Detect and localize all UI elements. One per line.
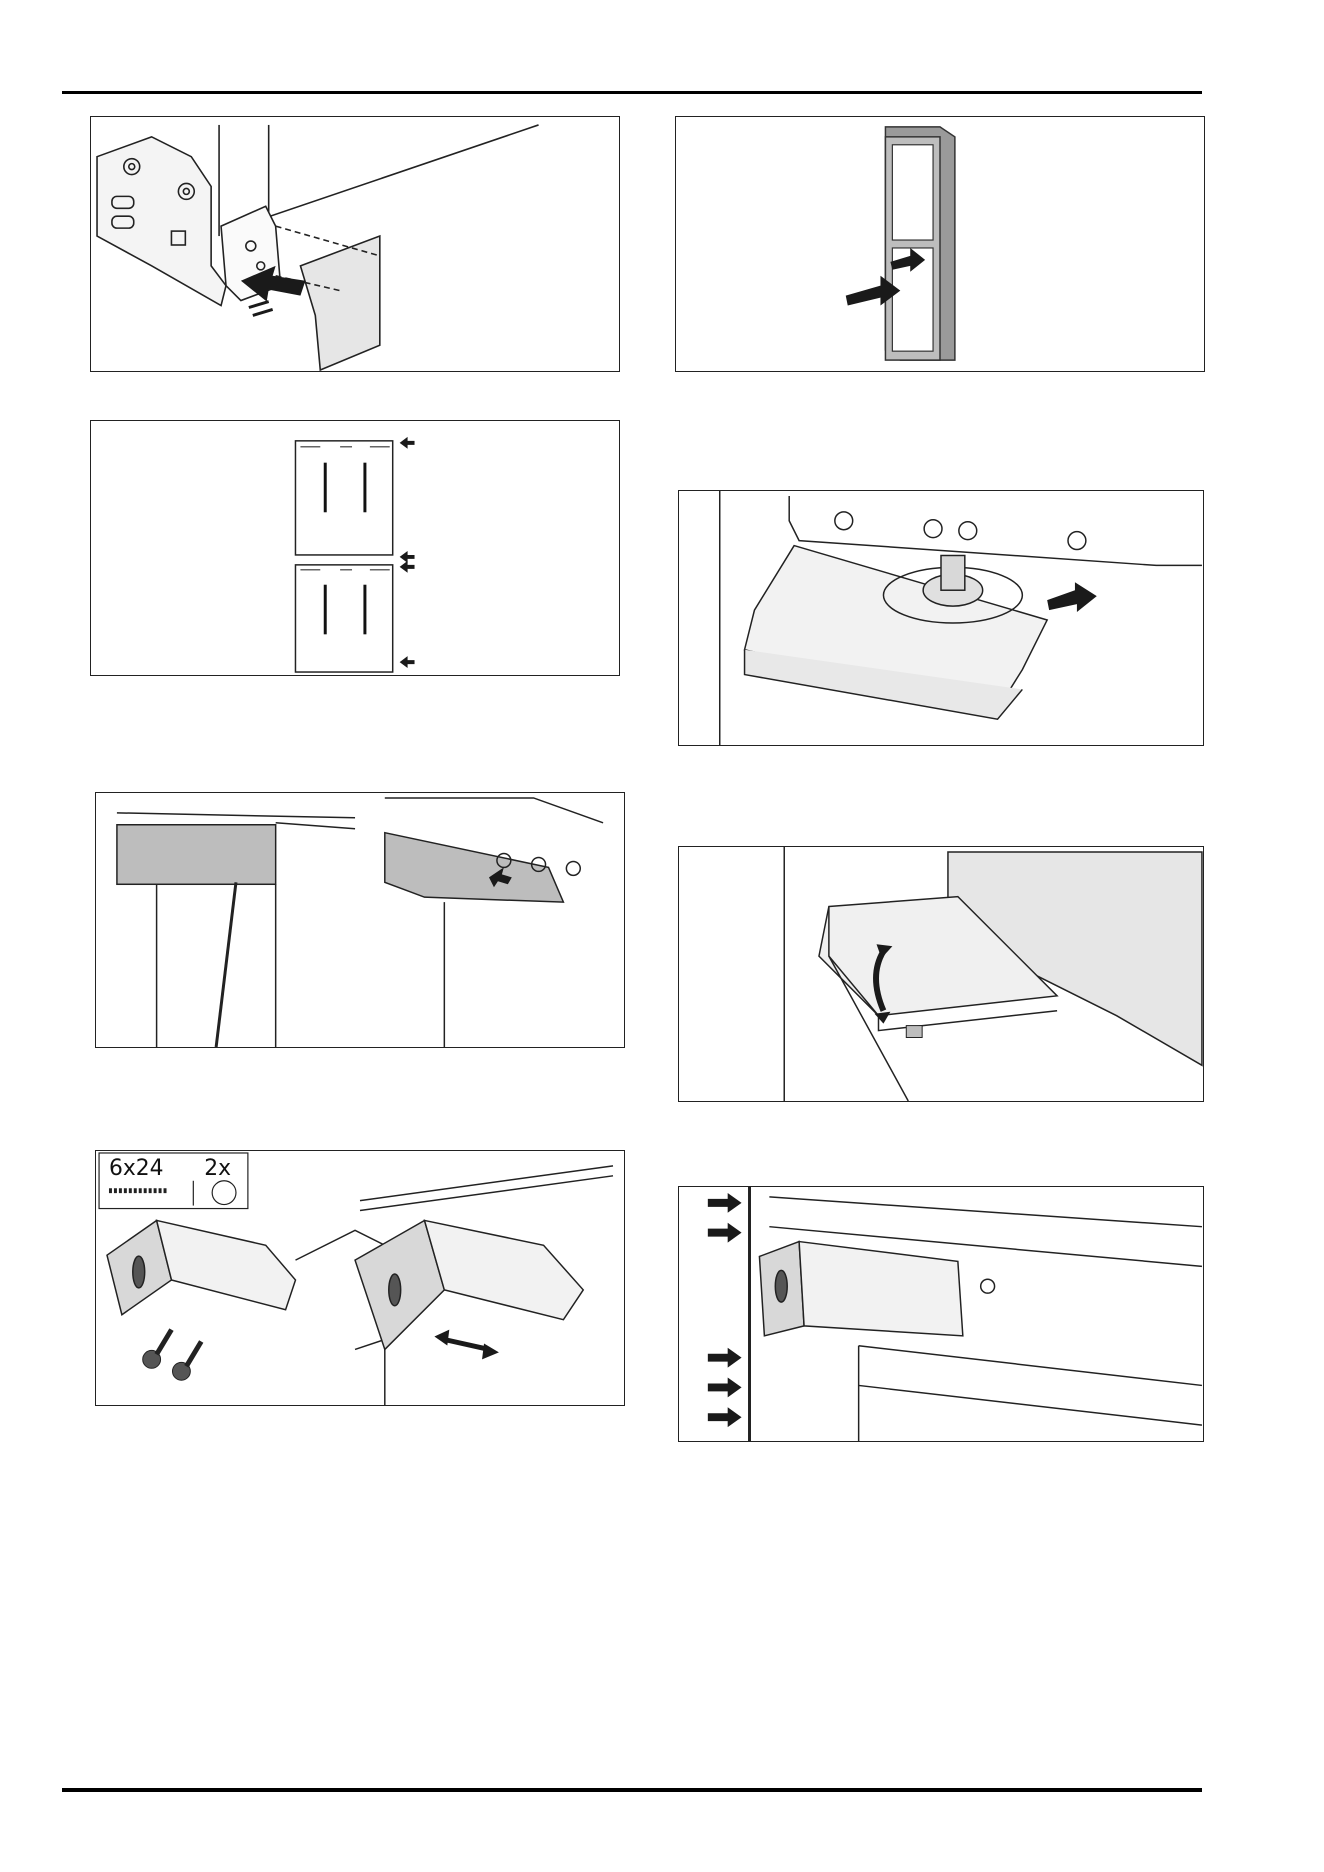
adjust-arrow-icon [434, 1330, 498, 1360]
figure-foot-adjust-nut [678, 490, 1204, 746]
figure-base-plinth-tilt [678, 846, 1204, 1102]
quantity-label: 2x [204, 1156, 231, 1181]
foot-adjust-illustration [679, 491, 1203, 745]
push-arrow-icon [1047, 582, 1097, 612]
figure-hinge-cover-mount [90, 116, 620, 372]
figure-top-trim-removal [95, 792, 625, 1048]
header-rule [62, 91, 1202, 94]
trim-removal-illustration [96, 793, 624, 1047]
door-alignment-illustration [679, 1187, 1203, 1441]
screw-icon [143, 1330, 202, 1381]
screw-spec-label: 6x24 [109, 1156, 164, 1181]
marker-arrow-icon [400, 551, 415, 563]
hinge-bracket-illustration: 6x24 2x [96, 1151, 624, 1405]
plinth-tilt-illustration [679, 847, 1203, 1101]
figure-hinge-bracket-screws: 6x24 2x [95, 1150, 625, 1406]
marker-template-illustration [91, 421, 619, 675]
marker-arrow-icon [400, 561, 415, 573]
figure-appliance-front-arrows [675, 116, 1205, 372]
marker-arrow-icon [400, 437, 415, 449]
appliance-front-illustration [676, 117, 1204, 371]
alignment-arrow-icon [708, 1193, 742, 1427]
figure-door-marker-template [90, 420, 620, 676]
figure-door-gap-alignment [678, 1186, 1204, 1442]
hinge-cover-illustration [91, 117, 619, 371]
marker-arrow-icon [400, 656, 415, 668]
footer-rule [62, 1788, 1202, 1792]
